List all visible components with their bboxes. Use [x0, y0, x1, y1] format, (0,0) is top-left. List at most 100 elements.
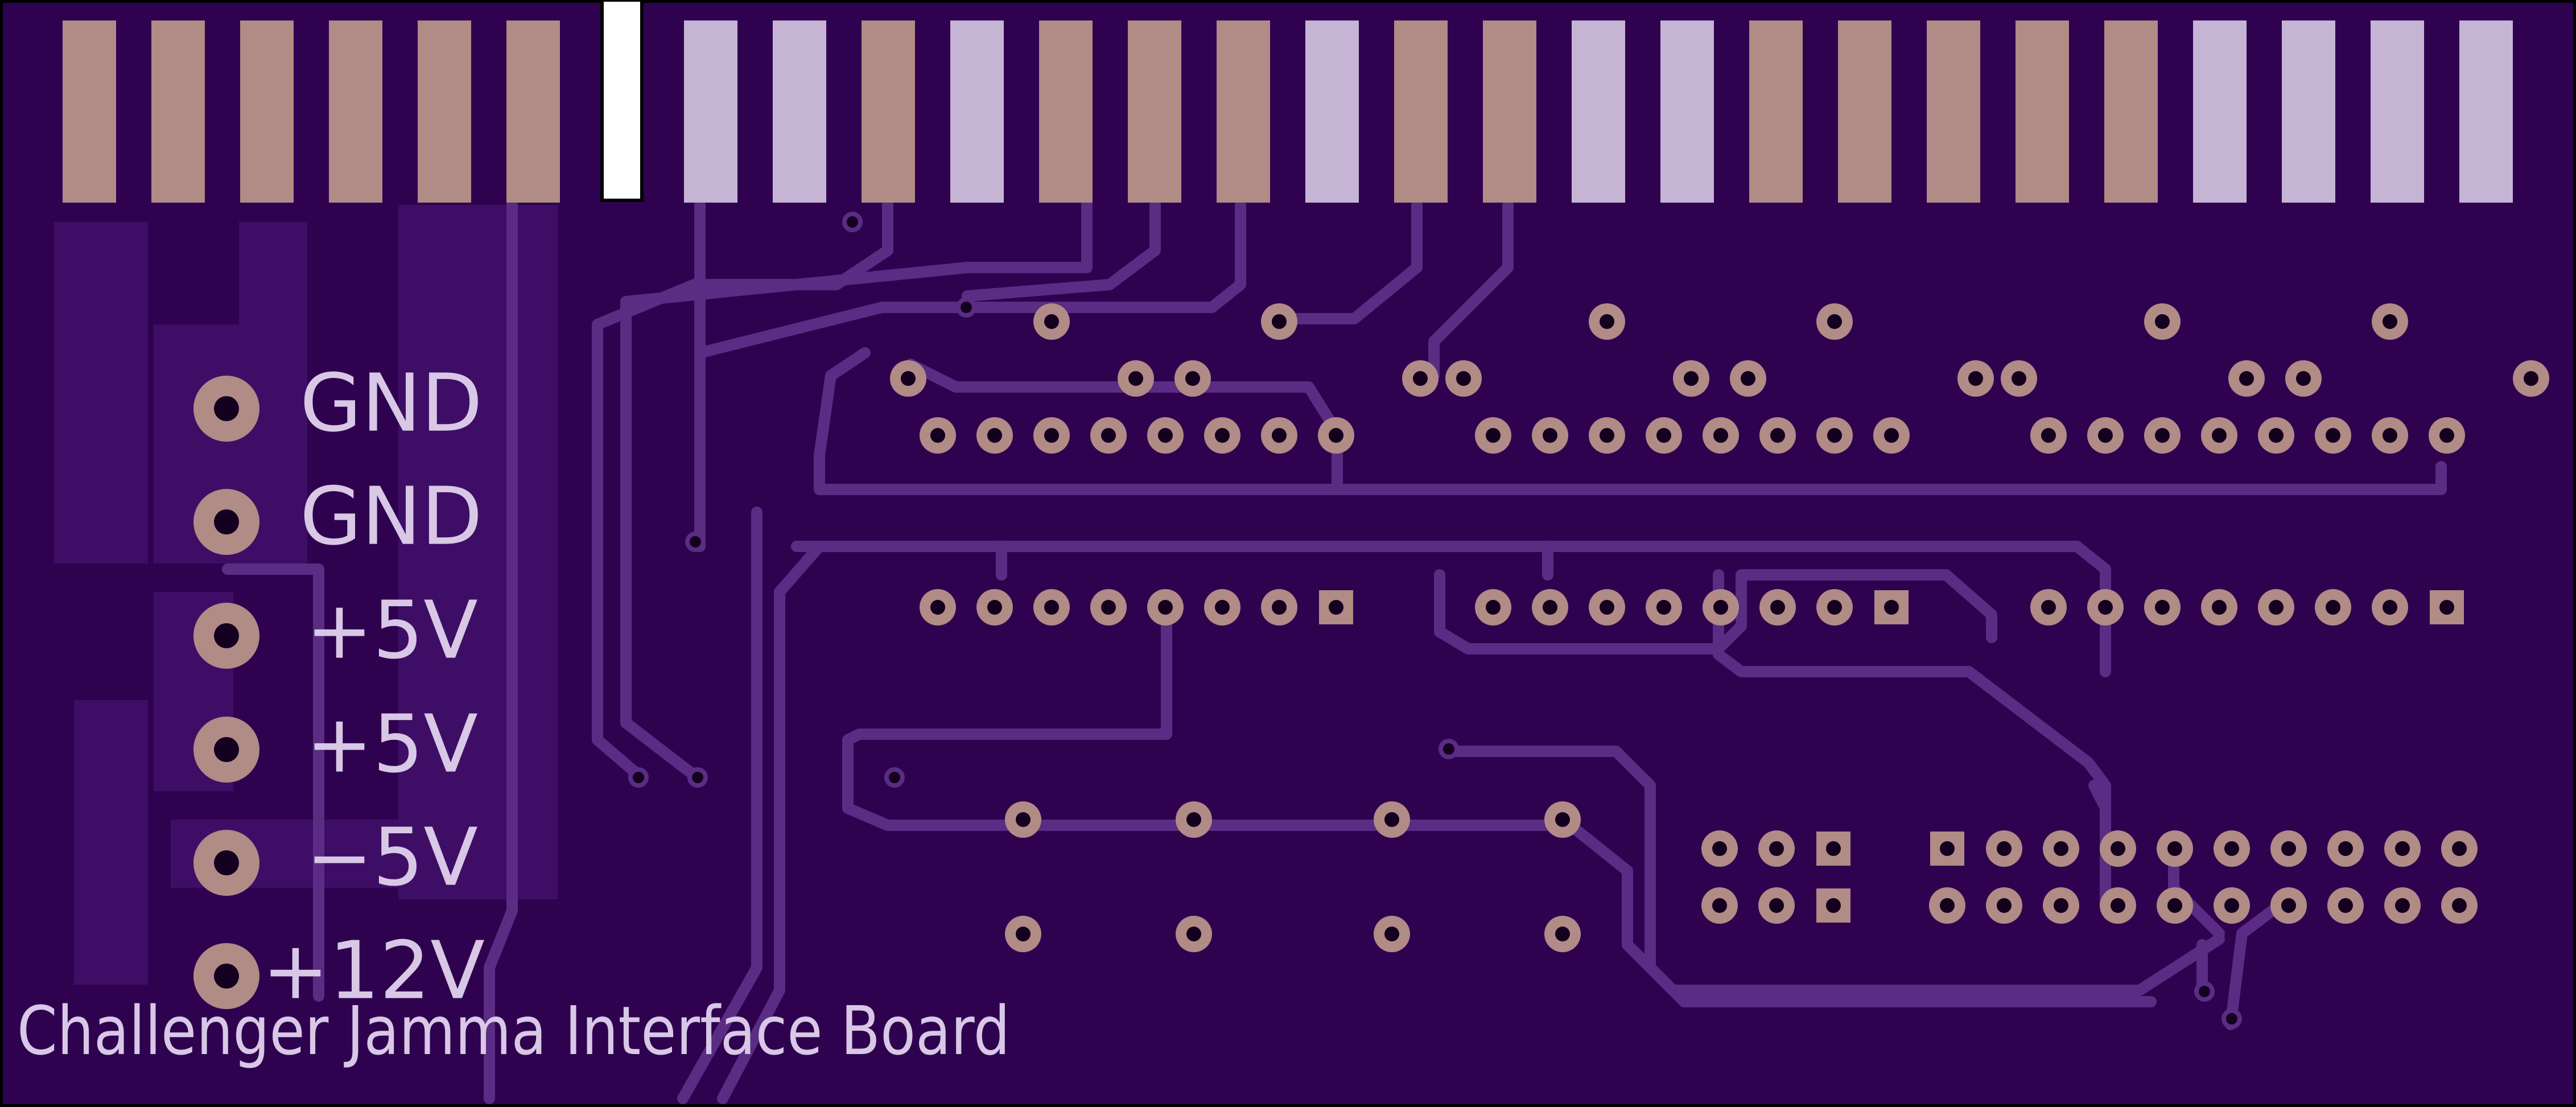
- drill-hole: [214, 396, 239, 421]
- drill-hole: [2338, 841, 2353, 856]
- drill-hole: [1186, 927, 1201, 941]
- via: [884, 767, 905, 788]
- drill-hole: [1656, 600, 1671, 615]
- drill-hole: [1543, 428, 1557, 443]
- edge-finger: [240, 20, 294, 203]
- drill-hole: [1486, 428, 1501, 443]
- drill-hole: [2012, 371, 2026, 386]
- drill-hole: [930, 428, 945, 443]
- edge-finger: [1305, 20, 1359, 203]
- edge-finger: [1749, 20, 1803, 203]
- drill-hole: [1158, 600, 1173, 615]
- traces: [222, 199, 2447, 1104]
- drill-hole: [2395, 841, 2410, 856]
- edge-finger: [1483, 20, 1536, 203]
- power-label-minus5v: −5V: [306, 812, 478, 904]
- via: [956, 297, 976, 318]
- drill-hole: [214, 737, 239, 762]
- drill-hole: [2098, 428, 2113, 443]
- edge-finger: [950, 20, 1004, 203]
- drill-hole: [1272, 428, 1287, 443]
- drill-hole: [1997, 841, 2012, 856]
- drill-hole: [2054, 841, 2068, 856]
- drill-hole: [1600, 428, 1614, 443]
- drill-hole: [1713, 428, 1728, 443]
- via: [628, 767, 649, 788]
- edge-finger: [1838, 20, 1891, 203]
- drill-hole: [1101, 428, 1116, 443]
- polarization-notch: [600, 0, 644, 202]
- drill-hole: [1128, 371, 1143, 386]
- drill-hole: [2452, 841, 2467, 856]
- drill-hole: [1486, 600, 1501, 615]
- drill-hole: [1968, 371, 1983, 386]
- edge-finger: [418, 20, 471, 203]
- edge-finger: [1927, 20, 1980, 203]
- power-label-12v: +12V: [262, 925, 485, 1018]
- drill-hole: [1329, 600, 1343, 615]
- drill-hole: [901, 371, 916, 386]
- drill-hole: [987, 600, 1002, 615]
- drill-hole: [2383, 314, 2397, 329]
- edge-finger: [1660, 20, 1714, 203]
- edge-finger: [2371, 20, 2424, 203]
- via: [687, 767, 708, 788]
- drill-hole: [1413, 371, 1428, 386]
- drill-hole: [1769, 841, 1784, 856]
- drill-hole: [1185, 371, 1200, 386]
- drill-hole: [1656, 428, 1671, 443]
- drill-hole: [1712, 841, 1727, 856]
- drill-hole: [2041, 600, 2056, 615]
- drill-hole: [1827, 314, 1842, 329]
- drill-hole: [2439, 428, 2454, 443]
- via: [1439, 739, 1459, 759]
- drill-hole: [2167, 841, 2182, 856]
- drill-hole: [214, 964, 239, 989]
- drill-hole: [1016, 812, 1031, 827]
- vias: [628, 212, 2242, 1029]
- edge-finger: [329, 20, 382, 203]
- drill-hole: [2041, 428, 2056, 443]
- drill-hole: [1555, 927, 1570, 941]
- drill-hole: [2054, 898, 2068, 913]
- drill-hole: [2326, 428, 2340, 443]
- edge-connector: [63, 0, 2513, 203]
- drill-hole: [1712, 898, 1727, 913]
- edge-finger: [1217, 20, 1270, 203]
- edge-finger: [1128, 20, 1181, 203]
- drill-hole: [1884, 600, 1899, 615]
- drill-hole: [1329, 428, 1343, 443]
- board-title: Challenger Jamma Interface Board: [17, 991, 1010, 1070]
- drill-hole: [2155, 428, 2170, 443]
- drill-hole: [1600, 314, 1614, 329]
- drill-hole: [1543, 600, 1557, 615]
- drill-hole: [1186, 812, 1201, 827]
- drill-hole: [2439, 600, 2454, 615]
- drill-hole: [1997, 898, 2012, 913]
- drill-hole: [2269, 600, 2284, 615]
- drill-hole: [2111, 841, 2125, 856]
- drill-hole: [1044, 428, 1059, 443]
- drill-hole: [1456, 371, 1471, 386]
- drill-hole: [1741, 371, 1755, 386]
- drill-hole: [1684, 371, 1699, 386]
- drill-hole: [1940, 898, 1955, 913]
- via: [2221, 1009, 2242, 1029]
- drill-hole: [2111, 898, 2125, 913]
- drill-hole: [1713, 600, 1728, 615]
- drill-hole: [987, 428, 1002, 443]
- drill-hole: [2224, 898, 2239, 913]
- drill-hole: [1826, 841, 1841, 856]
- drill-hole: [1769, 898, 1784, 913]
- power-terminal-block: GND GND +5V +5V −5V +12V: [193, 357, 485, 1018]
- via: [842, 212, 863, 232]
- edge-finger: [2282, 20, 2335, 203]
- drill-hole: [2212, 428, 2227, 443]
- edge-finger: [684, 20, 737, 203]
- drill-hole: [930, 600, 945, 615]
- drill-hole: [1600, 600, 1614, 615]
- edge-finger: [151, 20, 205, 203]
- edge-finger: [1394, 20, 1448, 203]
- drill-hole: [214, 509, 239, 534]
